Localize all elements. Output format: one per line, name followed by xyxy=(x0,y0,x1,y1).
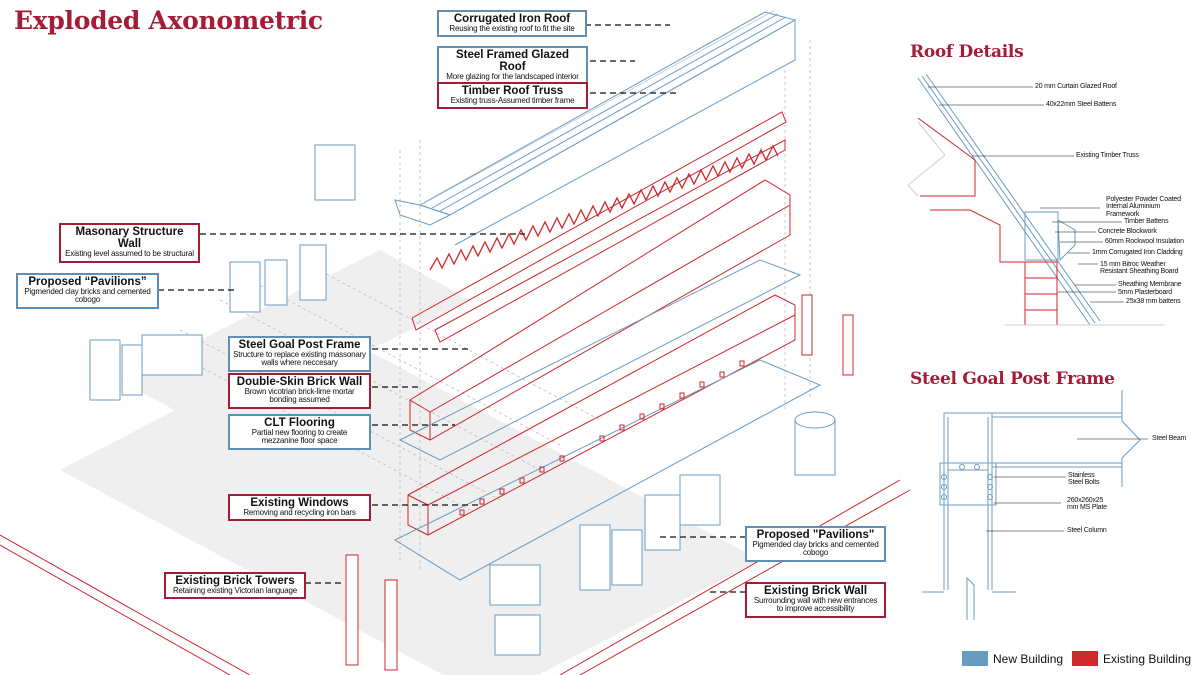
label-clt-flooring: CLT Flooring Partial new flooring to cre… xyxy=(228,414,371,450)
label-double-skin-brick-wall: Double-Skin Brick Wall Brown vicotrian b… xyxy=(228,373,371,409)
timber-truss-drawing xyxy=(429,144,779,271)
legend-label: Existing Building xyxy=(1103,651,1192,666)
roof-note: 25x38 mm battens xyxy=(1126,298,1181,305)
label-title: Existing Brick Towers xyxy=(175,575,295,587)
goal-post-detail-drawing xyxy=(922,390,1141,620)
left-pavilions-drawing xyxy=(89,144,356,401)
roof-note: 20 mm Curtain Glazed Roof xyxy=(1035,83,1117,90)
glazed-roof-drawing xyxy=(394,11,797,246)
label-title: Masonary Structure Wall xyxy=(75,226,184,251)
label-subtitle: Existing level assumed to be structural xyxy=(65,249,194,259)
roof-note: Polyester Powder Coated Internal Alumini… xyxy=(1106,196,1181,218)
legend-label: New Building xyxy=(993,651,1064,666)
ground-shadows xyxy=(60,250,760,675)
label-title: Steel Goal Post Frame xyxy=(238,339,361,351)
label-subtitle: Pigmended clay bricks and cemented cobog… xyxy=(752,540,879,558)
label-steel-goal-post-frame: Steel Goal Post Frame Structure to repla… xyxy=(228,336,371,372)
ground-floor-drawing xyxy=(407,294,796,536)
roof-note: 60mm Rockwool Insulation xyxy=(1105,238,1184,245)
label-steel-framed-glazed-roof: Steel Framed Glazed Roof More glazing fo… xyxy=(437,46,588,86)
label-subtitle: Removing and recycling iron bars xyxy=(243,508,356,518)
legend-item-new-building: New Building xyxy=(962,651,1063,666)
goal-post-note: Steel Beam xyxy=(1152,435,1187,442)
label-title: Corrugated Iron Roof xyxy=(453,13,571,25)
goal-post-leaders xyxy=(986,438,1148,532)
label-existing-windows: Existing Windows Removing and recycling … xyxy=(228,494,371,522)
label-subtitle: Reusing the existing roof to fit the sit… xyxy=(449,24,575,34)
legend-swatch-new xyxy=(962,651,988,666)
label-existing-brick-wall: Existing Brick Wall Surrounding wall wit… xyxy=(745,582,886,618)
page-title: Exploded Axonometric xyxy=(14,6,323,35)
goal-post-bolts xyxy=(941,464,993,500)
label-title: Proposed "Pavilions" xyxy=(756,529,875,541)
label-title: Double-Skin Brick Wall xyxy=(236,376,363,388)
label-subtitle: Pigmended clay bricks and cemented cobog… xyxy=(24,287,151,305)
label-proposed-pavilions-right: Proposed "Pavilions" Pigmended clay bric… xyxy=(745,526,886,562)
base-plinth-drawing xyxy=(393,359,822,581)
label-subtitle: Brown vicotrian brick-lime mortar bondin… xyxy=(244,387,355,405)
label-title: Existing Windows xyxy=(250,497,349,509)
label-subtitle: Retaining existing Victorian language xyxy=(172,586,298,596)
brick-towers-drawing xyxy=(345,294,854,671)
label-timber-roof-truss: Timber Roof Truss Existing truss-Assumed… xyxy=(437,82,588,110)
clt-floor-drawing xyxy=(398,259,802,461)
roof-note: 5mm Plasterboard xyxy=(1118,289,1172,296)
label-subtitle: Partial new flooring to create mezzanine… xyxy=(251,428,348,446)
legend-item-existing-building: Existing Building xyxy=(1072,651,1191,666)
roof-detail-leaders xyxy=(928,86,1124,303)
goal-post-note: Steel Column xyxy=(1067,527,1107,534)
label-existing-brick-towers: Existing Brick Towers Retaining existing… xyxy=(164,572,306,600)
label-title: Timber Roof Truss xyxy=(461,85,564,97)
window-row-drawing xyxy=(459,360,745,516)
label-subtitle: Existing truss-Assumed timber frame xyxy=(450,96,575,106)
roof-detail-drawing xyxy=(907,73,1165,326)
label-corrugated-iron-roof: Corrugated Iron Roof Reusing the existin… xyxy=(437,10,587,38)
eaves-drawing xyxy=(411,111,787,343)
label-masonary-structure-wall: Masonary Structure Wall Existing level a… xyxy=(59,223,200,263)
label-proposed-pavilions-left: Proposed “Pavilions” Pigmended clay bric… xyxy=(16,273,159,309)
goal-post-title: Steel Goal Post Frame xyxy=(910,369,1115,389)
goal-post-note: Stainless Steel Bolts xyxy=(1068,472,1100,487)
roof-note: 40x22mm Steel Battens xyxy=(1046,101,1117,108)
roof-note: 1mm Corrugated Iron Cladding xyxy=(1092,249,1183,256)
roof-note: Sheathing Membrane xyxy=(1118,281,1182,288)
legend-swatch-existing xyxy=(1072,651,1098,666)
roof-note: 15 mm Bitroc Weather Resistant Sheathing… xyxy=(1100,261,1179,276)
label-title: Steel Framed Glazed Roof xyxy=(455,49,570,74)
label-subtitle: More glazing for the landscaped interior xyxy=(446,72,579,82)
label-title: Existing Brick Wall xyxy=(763,585,868,597)
cylinder-pavilion-drawing xyxy=(794,411,836,476)
label-title: CLT Flooring xyxy=(264,417,335,429)
label-subtitle: Structure to replace existing massonary … xyxy=(233,350,366,368)
roof-note: Existing Timber Truss xyxy=(1076,152,1139,159)
label-subtitle: Surrounding wall with new entrances to i… xyxy=(753,596,878,614)
goal-post-note: 260x260x25 mm MS Plate xyxy=(1067,497,1107,512)
roof-details-title: Roof Details xyxy=(910,42,1024,62)
front-pavilions-drawing xyxy=(489,474,721,656)
leader-lines xyxy=(158,24,745,593)
glazed-roof-grid xyxy=(429,9,776,201)
roof-note: Timber Battens xyxy=(1124,218,1169,225)
label-title: Proposed “Pavilions” xyxy=(28,276,147,288)
roof-note: Concrete Blockwork xyxy=(1098,228,1157,235)
upper-floor-drawing xyxy=(409,179,791,441)
